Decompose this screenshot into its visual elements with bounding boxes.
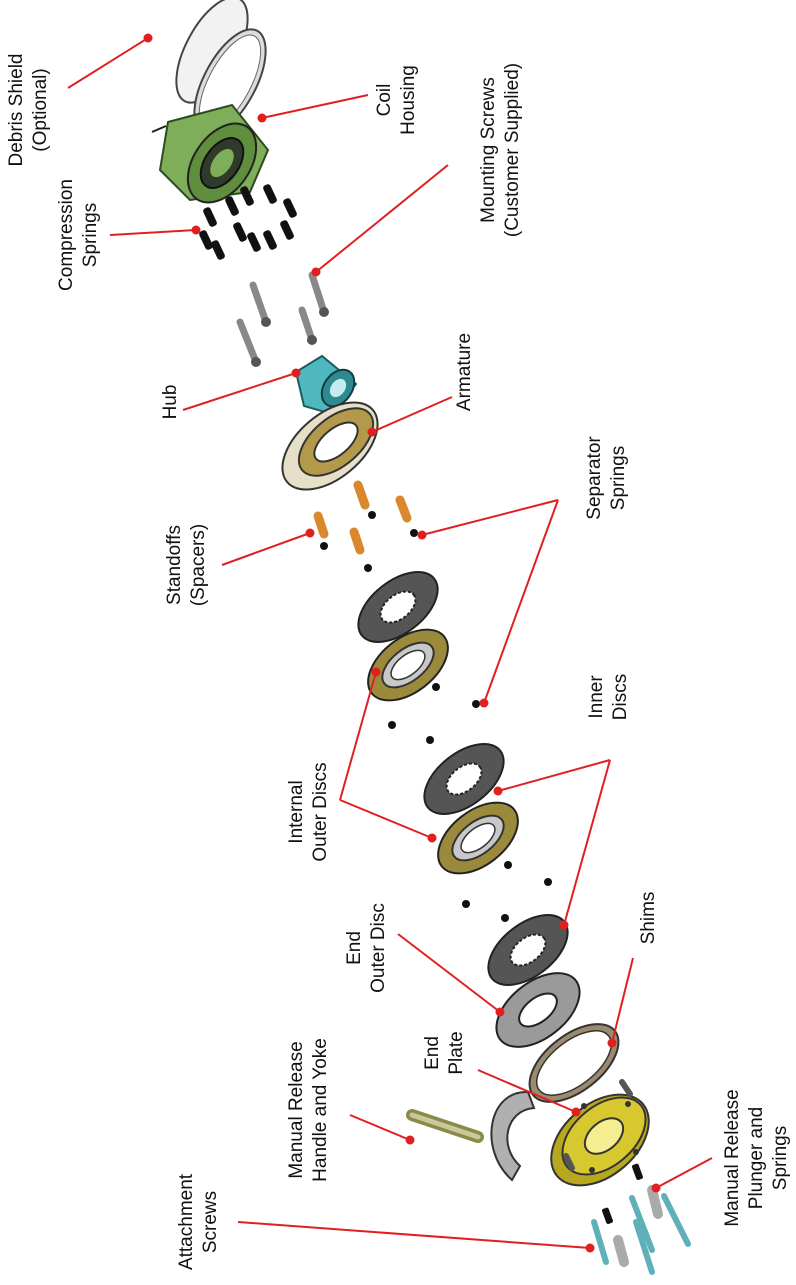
- label-standoffs: Standoffs (Spacers): [164, 524, 209, 606]
- end-plate: [550, 1093, 650, 1187]
- label-line: (Optional): [30, 68, 51, 151]
- leader-manual-release-plunger: [651, 1157, 713, 1193]
- attachment-screws: [591, 1193, 691, 1275]
- label-line: Debris Shield: [6, 54, 27, 167]
- label-line: Plate: [446, 1031, 467, 1074]
- inner-disc-3: [487, 914, 569, 986]
- label-line: Housing: [398, 65, 419, 135]
- leader-separator-springs: [417, 499, 559, 708]
- leader-coil-housing: [257, 94, 369, 123]
- label-line: Outer Discs: [310, 762, 331, 861]
- inner-disc-2: [423, 743, 505, 815]
- label-line: Standoffs: [164, 525, 185, 605]
- label-line: Internal: [286, 780, 307, 843]
- label-internal-outer-discs: Internal Outer Discs: [286, 762, 331, 861]
- hub: [294, 354, 358, 416]
- leader-shims: [607, 957, 634, 1048]
- compression-springs: [199, 184, 297, 260]
- label-line: (Spacers): [188, 524, 209, 606]
- leader-end-outer-disc: [397, 933, 505, 1017]
- label-mounting-screws: Mounting Screws (Customer Supplied): [478, 63, 523, 237]
- leader-mounting-screws: [311, 164, 449, 277]
- label-separator-springs: Separator Springs: [584, 436, 629, 520]
- end-outer-disc: [495, 972, 581, 1048]
- leader-compression-springs: [109, 225, 201, 236]
- end-plate-screws: [563, 1079, 633, 1171]
- label-line: Plunger and: [746, 1107, 767, 1209]
- label-line: Outer Disc: [368, 903, 389, 993]
- label-line: Coil: [374, 84, 395, 117]
- shim: [528, 1023, 620, 1103]
- label-line: Mounting Screws: [478, 77, 499, 223]
- label-line: End: [344, 931, 365, 965]
- label-compression-springs: Compression Springs: [56, 179, 101, 291]
- label-line: Handle and Yoke: [310, 1038, 331, 1182]
- yoke: [490, 1090, 536, 1182]
- leader-attachment-screws: [237, 1221, 595, 1253]
- label-inner-discs: Inner Discs: [586, 674, 631, 720]
- label-end-outer-disc: End Outer Disc: [344, 903, 389, 993]
- leader-manual-release-handle: [349, 1114, 415, 1145]
- internal-outer-disc-1: [367, 628, 449, 702]
- label-line: Springs: [80, 203, 101, 267]
- coil-housing: [151, 103, 270, 204]
- label-line: (Customer Supplied): [502, 63, 523, 237]
- label-line: Discs: [610, 674, 631, 720]
- label-line: Inner: [586, 675, 607, 719]
- label-line: Screws: [200, 1191, 221, 1253]
- label-coil-housing: Coil Housing: [374, 65, 419, 135]
- mounting-screws: [236, 271, 329, 367]
- internal-outer-disc-2: [437, 801, 519, 875]
- label-line: Manual Release: [286, 1041, 307, 1178]
- label-armature: Armature: [454, 333, 475, 411]
- leader-debris-shield: [67, 33, 153, 89]
- leader-standoffs: [221, 528, 315, 566]
- label-line: Shims: [638, 892, 659, 945]
- label-hub: Hub: [160, 385, 181, 420]
- label-manual-release-handle: Manual Release Handle and Yoke: [286, 1038, 331, 1182]
- leader-inner-discs: [493, 759, 611, 930]
- label-line: Separator: [584, 436, 605, 520]
- manual-release-plunger: [602, 1163, 663, 1267]
- separator-spring-balls: [320, 511, 552, 922]
- armature: [281, 401, 379, 491]
- label-line: Compression: [56, 179, 77, 291]
- label-line: Attachment: [176, 1173, 197, 1270]
- leader-hub: [182, 368, 301, 411]
- debris-shield: [175, 0, 267, 136]
- label-line: Manual Release: [722, 1089, 743, 1226]
- label-line: End: [422, 1036, 443, 1070]
- label-end-plate: End Plate: [422, 1031, 467, 1074]
- leader-internal-outer-discs: [339, 667, 437, 843]
- label-shims: Shims: [638, 892, 659, 945]
- label-line: Springs: [770, 1126, 791, 1190]
- leader-end-plate: [477, 1069, 581, 1117]
- manual-release-handle: [406, 1109, 484, 1143]
- inner-disc-1: [357, 571, 439, 643]
- label-manual-release-plunger: Manual Release Plunger and Springs: [722, 1089, 791, 1226]
- label-attachment-screws: Attachment Screws: [176, 1173, 221, 1270]
- label-line: Hub: [160, 385, 181, 420]
- label-debris-shield: Debris Shield (Optional): [6, 54, 51, 167]
- leader-armature: [367, 396, 453, 437]
- label-line: Springs: [608, 446, 629, 510]
- label-line: Armature: [454, 333, 475, 411]
- standoffs: [313, 480, 412, 555]
